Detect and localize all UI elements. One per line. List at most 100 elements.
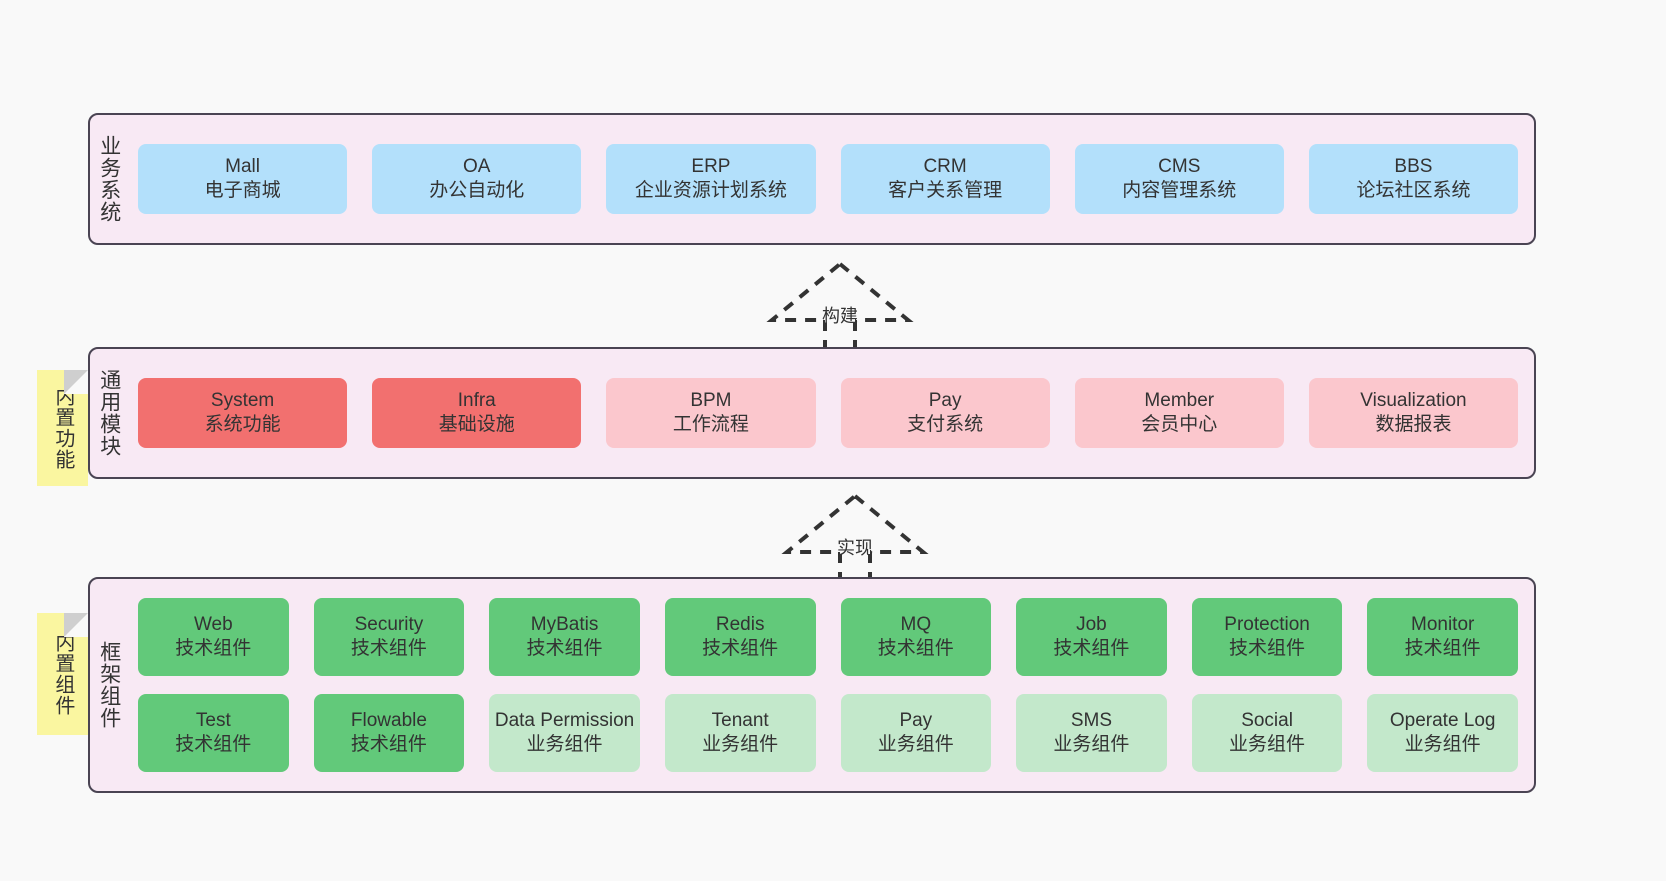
layer-business-system-body: Mall 电子商城 OA 办公自动化 ERP 企业资源计划系统 CRM 客户关系… (128, 115, 1534, 243)
layer-business-system: 业务系统 Mall 电子商城 OA 办公自动化 ERP 企业资源计划系统 CRM… (88, 113, 1536, 245)
card-visualization-title: Visualization (1360, 389, 1467, 411)
card-tenant-sub: 业务组件 (702, 734, 779, 755)
card-erp-title: ERP (691, 155, 731, 177)
card-visualization-sub: 数据报表 (1375, 414, 1452, 435)
card-flowable-title: Flowable (350, 709, 427, 731)
card-cms[interactable]: CMS 内容管理系统 (1074, 144, 1284, 214)
card-pay-component-sub: 业务组件 (877, 734, 954, 755)
build-arrow: 构建 (760, 258, 920, 358)
card-test-title: Test (195, 709, 231, 731)
card-system[interactable]: System 系统功能 (138, 378, 348, 448)
card-redis-sub: 技术组件 (702, 638, 779, 659)
card-web-sub: 技术组件 (175, 638, 252, 659)
card-redis[interactable]: Redis 技术组件 (664, 598, 816, 676)
card-mq-sub: 技术组件 (877, 638, 954, 659)
layer-common-module-row: System 系统功能 Infra 基础设施 BPM 工作流程 Pay 支付系统… (138, 378, 1519, 448)
card-erp-sub: 企业资源计划系统 (634, 180, 787, 201)
card-test[interactable]: Test 技术组件 (138, 694, 289, 772)
card-pay-component-title: Pay (899, 709, 933, 731)
card-erp[interactable]: ERP 企业资源计划系统 (606, 144, 816, 214)
layer-common-module-label: 通用模块 (97, 369, 121, 457)
card-sms-sub: 业务组件 (1053, 734, 1130, 755)
card-oa[interactable]: OA 办公自动化 (372, 144, 582, 214)
card-pay-module-sub: 支付系统 (907, 414, 984, 435)
card-mybatis-sub: 技术组件 (526, 638, 603, 659)
note-builtin-function: 内置功能 (37, 370, 88, 486)
card-mybatis[interactable]: MyBatis 技术组件 (489, 598, 640, 676)
card-monitor[interactable]: Monitor 技术组件 (1367, 598, 1518, 676)
layer-business-system-row: Mall 电子商城 OA 办公自动化 ERP 企业资源计划系统 CRM 客户关系… (138, 144, 1519, 214)
card-bpm-title: BPM (690, 389, 732, 411)
card-member-title: Member (1144, 389, 1215, 411)
card-job[interactable]: Job 技术组件 (1016, 598, 1167, 676)
card-monitor-title: Monitor (1411, 613, 1475, 635)
card-bbs-sub: 论坛社区系统 (1356, 180, 1471, 201)
card-cms-sub: 内容管理系统 (1122, 180, 1237, 201)
layer-framework-component-label: 框架组件 (97, 641, 121, 729)
card-operate-log[interactable]: Operate Log 业务组件 (1367, 694, 1518, 772)
card-security[interactable]: Security 技术组件 (313, 598, 465, 676)
implement-arrow: 实现 (775, 490, 935, 590)
card-operate-log-sub: 业务组件 (1404, 734, 1481, 755)
card-security-title: Security (354, 613, 424, 635)
card-crm-title: CRM (923, 155, 967, 177)
card-sms-title: SMS (1070, 709, 1113, 731)
card-flowable-sub: 技术组件 (350, 734, 427, 755)
card-cms-title: CMS (1158, 155, 1201, 177)
card-protection[interactable]: Protection 技术组件 (1191, 598, 1343, 676)
layer-common-module-body: System 系统功能 Infra 基础设施 BPM 工作流程 Pay 支付系统… (128, 349, 1534, 477)
layer-framework-component-row-2: Test 技术组件 Flowable 技术组件 Data Permission … (138, 694, 1518, 772)
card-security-sub: 技术组件 (350, 638, 427, 659)
layer-framework-component: 框架组件 Web 技术组件 Security 技术组件 MyBatis 技术组件… (88, 577, 1536, 793)
card-flowable[interactable]: Flowable 技术组件 (313, 694, 465, 772)
card-member[interactable]: Member 会员中心 (1074, 378, 1284, 448)
card-social-sub: 业务组件 (1229, 734, 1306, 755)
card-system-title: System (210, 389, 275, 411)
card-social-title: Social (1241, 709, 1293, 731)
card-data-permission[interactable]: Data Permission 业务组件 (489, 694, 640, 772)
layer-framework-component-row-1: Web 技术组件 Security 技术组件 MyBatis 技术组件 Redi… (138, 598, 1518, 676)
card-oa-sub: 办公自动化 (429, 180, 525, 201)
card-oa-title: OA (463, 155, 491, 177)
layer-framework-component-body: Web 技术组件 Security 技术组件 MyBatis 技术组件 Redi… (128, 579, 1534, 791)
card-bpm[interactable]: BPM 工作流程 (606, 378, 816, 448)
card-mall-sub: 电子商城 (204, 180, 281, 201)
card-pay-module[interactable]: Pay 支付系统 (840, 378, 1050, 448)
card-data-permission-sub: 业务组件 (526, 734, 603, 755)
card-bbs-title: BBS (1394, 155, 1433, 177)
note-builtin-function-label: 内置功能 (51, 386, 74, 470)
card-monitor-sub: 技术组件 (1404, 638, 1481, 659)
card-infra-sub: 基础设施 (438, 414, 515, 435)
card-system-sub: 系统功能 (204, 414, 281, 435)
card-visualization[interactable]: Visualization 数据报表 (1308, 378, 1519, 448)
card-mall[interactable]: Mall 电子商城 (138, 144, 348, 214)
card-web[interactable]: Web 技术组件 (138, 598, 289, 676)
card-mybatis-title: MyBatis (530, 613, 599, 635)
card-mq-title: MQ (900, 613, 932, 635)
card-bbs[interactable]: BBS 论坛社区系统 (1308, 144, 1519, 214)
layer-common-module: 通用模块 System 系统功能 Infra 基础设施 BPM 工作流程 Pay… (88, 347, 1536, 479)
card-infra[interactable]: Infra 基础设施 (372, 378, 582, 448)
card-social[interactable]: Social 业务组件 (1191, 694, 1343, 772)
card-pay-module-title: Pay (928, 389, 962, 411)
card-operate-log-title: Operate Log (1389, 709, 1496, 731)
card-crm[interactable]: CRM 客户关系管理 (840, 144, 1050, 214)
note-builtin-component-label: 内置组件 (51, 632, 74, 716)
card-pay-component[interactable]: Pay 业务组件 (840, 694, 992, 772)
card-web-title: Web (193, 613, 233, 635)
layer-business-system-label: 业务系统 (97, 135, 121, 223)
card-mq[interactable]: MQ 技术组件 (840, 598, 992, 676)
card-protection-title: Protection (1224, 613, 1310, 635)
card-mall-title: Mall (225, 155, 260, 177)
card-tenant-title: Tenant (711, 709, 769, 731)
note-builtin-component: 内置组件 (37, 613, 88, 735)
card-sms[interactable]: SMS 业务组件 (1016, 694, 1167, 772)
card-job-title: Job (1076, 613, 1107, 635)
card-crm-sub: 客户关系管理 (888, 180, 1003, 201)
card-tenant[interactable]: Tenant 业务组件 (664, 694, 816, 772)
card-job-sub: 技术组件 (1053, 638, 1130, 659)
build-arrow-label: 构建 (822, 306, 858, 326)
card-infra-title: Infra (457, 389, 496, 411)
card-protection-sub: 技术组件 (1229, 638, 1306, 659)
